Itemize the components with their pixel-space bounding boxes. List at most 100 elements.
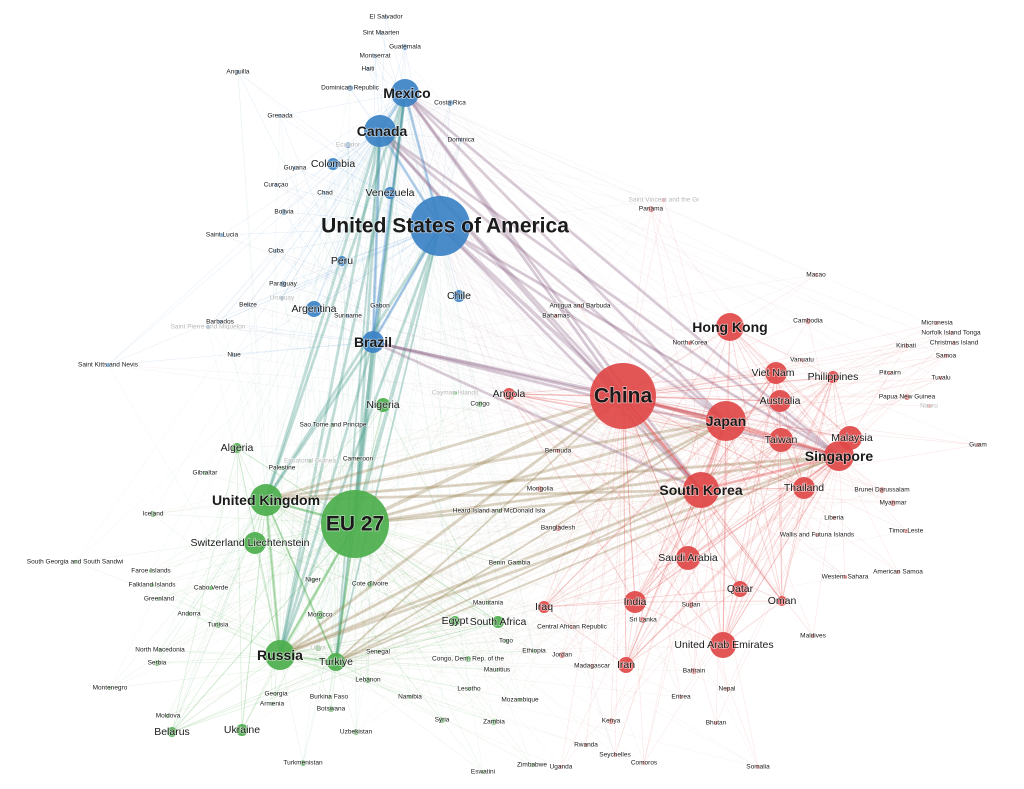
node-guatemala[interactable] — [402, 44, 408, 50]
node-zambia[interactable] — [491, 719, 497, 725]
node-timorleste[interactable] — [904, 529, 908, 533]
node-madagascar[interactable] — [590, 664, 594, 668]
node-armenia[interactable] — [270, 702, 274, 706]
node-canada[interactable] — [364, 115, 396, 147]
node-seychelles[interactable] — [613, 753, 617, 757]
node-zimbabwe[interactable] — [530, 763, 534, 767]
node-bahrain[interactable] — [691, 668, 697, 674]
node-brazil[interactable] — [362, 331, 384, 353]
node-morocco[interactable] — [316, 611, 324, 619]
node-mauritania[interactable] — [486, 601, 490, 605]
node-bermuda[interactable] — [556, 449, 560, 453]
node-mexico[interactable] — [391, 79, 419, 107]
node-botswana[interactable] — [328, 706, 334, 712]
node-taiwan[interactable] — [769, 428, 793, 452]
node-iraq[interactable] — [538, 601, 550, 613]
node-senegal[interactable] — [376, 650, 380, 654]
node-algeria[interactable] — [232, 443, 242, 453]
node-gambia[interactable] — [517, 561, 521, 565]
node-barbados[interactable] — [218, 320, 222, 324]
node-togo[interactable] — [504, 639, 508, 643]
node-faroe[interactable] — [149, 569, 153, 573]
node-namibia[interactable] — [408, 695, 412, 699]
node-saotome[interactable] — [331, 423, 335, 427]
node-chile[interactable] — [453, 290, 465, 302]
node-congo[interactable] — [477, 401, 483, 407]
node-montserrat[interactable] — [373, 54, 377, 58]
node-philippines[interactable] — [827, 371, 839, 383]
node-sintmaarten[interactable] — [379, 31, 383, 35]
node-maldives[interactable] — [811, 634, 815, 638]
node-bangladesh[interactable] — [555, 525, 561, 531]
node-lebanon[interactable] — [365, 677, 371, 683]
node-dominica[interactable] — [459, 138, 463, 142]
node-congodr[interactable] — [465, 656, 471, 662]
node-georgia[interactable] — [274, 692, 278, 696]
node-kiribati[interactable] — [904, 344, 908, 348]
node-chad[interactable] — [323, 191, 327, 195]
node-burkinafaso[interactable] — [327, 695, 331, 699]
node-oman[interactable] — [777, 596, 787, 606]
node-costarica[interactable] — [447, 100, 453, 106]
node-norfolk[interactable] — [949, 331, 953, 335]
node-guyana[interactable] — [293, 166, 297, 170]
node-greenland[interactable] — [157, 597, 161, 601]
node-uae[interactable] — [710, 632, 736, 658]
node-mozambique[interactable] — [518, 698, 522, 702]
node-uganda[interactable] — [559, 765, 563, 769]
node-southgeorgia[interactable] — [73, 560, 77, 564]
node-paraguay[interactable] — [280, 281, 286, 287]
node-bahamas[interactable] — [554, 314, 558, 318]
node-bruneiDarussalam[interactable] — [879, 487, 885, 493]
node-guam[interactable] — [976, 443, 980, 447]
node-ukraine[interactable] — [236, 724, 248, 736]
node-wallis[interactable] — [815, 533, 819, 537]
node-gibraltar[interactable] — [203, 471, 207, 475]
node-usa[interactable] — [410, 196, 470, 256]
node-somalia[interactable] — [756, 765, 760, 769]
node-heardisland[interactable] — [497, 509, 501, 513]
node-switzerland[interactable] — [244, 532, 266, 554]
node-samoa[interactable] — [944, 354, 948, 358]
node-japan[interactable] — [706, 401, 746, 441]
node-eswatini[interactable] — [481, 770, 485, 774]
node-tunisia[interactable] — [215, 622, 221, 628]
node-papuanewguinea[interactable] — [904, 394, 910, 400]
node-turkmenistan[interactable] — [300, 760, 306, 766]
node-caboverde[interactable] — [209, 586, 213, 590]
node-vietnam[interactable] — [765, 362, 787, 384]
node-rwanda[interactable] — [584, 743, 588, 747]
node-nauru[interactable] — [927, 404, 931, 408]
node-mauritius[interactable] — [495, 668, 499, 672]
node-andorra[interactable] — [187, 612, 191, 616]
node-egypt[interactable] — [450, 616, 460, 626]
node-cambodia[interactable] — [805, 318, 811, 324]
node-argentina[interactable] — [306, 301, 322, 317]
node-lesotho[interactable] — [467, 687, 471, 691]
node-christmas[interactable] — [952, 341, 956, 345]
node-nepal[interactable] — [725, 687, 729, 691]
node-jordan[interactable] — [559, 652, 565, 658]
node-micronesia[interactable] — [935, 321, 939, 325]
node-southkorea[interactable] — [683, 472, 719, 508]
node-ethiopia[interactable] — [532, 649, 536, 653]
node-macao[interactable] — [814, 273, 818, 277]
node-niger[interactable] — [311, 578, 315, 582]
node-anguilla[interactable] — [236, 70, 240, 74]
node-cotedivoire[interactable] — [367, 581, 373, 587]
node-china[interactable] — [590, 363, 656, 429]
node-dominican[interactable] — [347, 85, 353, 91]
node-falkland[interactable] — [150, 583, 154, 587]
node-bhutan[interactable] — [714, 721, 718, 725]
node-turkiye[interactable] — [327, 653, 345, 671]
node-saintvincent[interactable] — [662, 198, 666, 202]
node-peru[interactable] — [337, 256, 347, 266]
node-belize[interactable] — [246, 303, 250, 307]
node-benin[interactable] — [495, 561, 499, 565]
node-venezuela[interactable] — [384, 187, 396, 199]
node-montenegro[interactable] — [108, 686, 112, 690]
node-nigeria[interactable] — [376, 398, 390, 412]
node-saudiarabia[interactable] — [676, 546, 700, 570]
node-americansamoa[interactable] — [896, 570, 900, 574]
node-palestine[interactable] — [280, 466, 284, 470]
